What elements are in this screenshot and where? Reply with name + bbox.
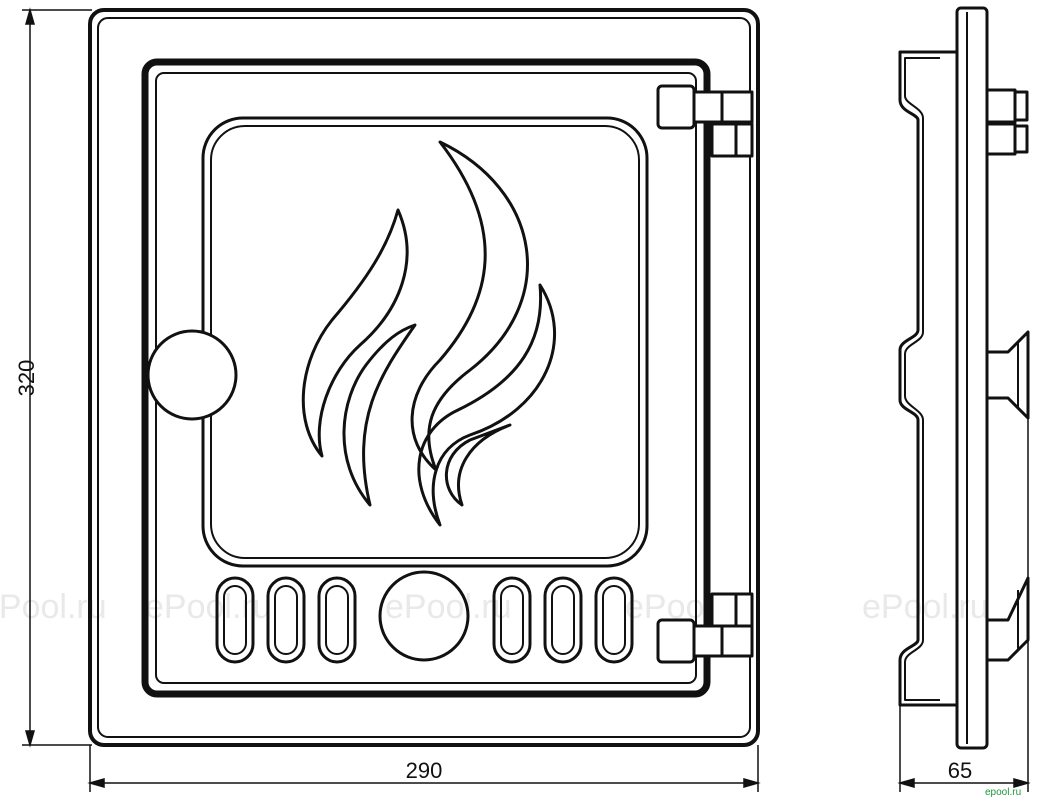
side-knob — [985, 330, 1030, 420]
vent-slot-4 — [492, 576, 532, 664]
side-hinge-top — [985, 88, 1017, 124]
hinge-bottom — [656, 592, 754, 664]
door-leaf-outer — [141, 58, 711, 698]
watermark-3: ePool.ru — [385, 588, 512, 626]
vent-damper-knob — [378, 570, 470, 662]
door-frame-outer — [88, 8, 760, 747]
door-panel-inner — [210, 125, 640, 559]
dimension-lines — [22, 7, 1031, 792]
dimension-width-label: 290 — [406, 758, 443, 783]
vent-slot-2 — [266, 576, 306, 664]
vent-slot-1 — [215, 576, 255, 664]
vent-slots — [215, 576, 634, 664]
door-frame-inner — [97, 17, 751, 738]
side-flange — [955, 6, 989, 750]
vent-slot-5 — [543, 576, 583, 664]
side-view — [898, 6, 1030, 750]
side-damper — [985, 576, 1030, 662]
dimension-height-label: 320 — [14, 360, 39, 397]
dimension-depth-label: 65 — [948, 758, 972, 783]
watermark-5: ePool.ru — [862, 588, 989, 626]
front-view — [88, 8, 760, 747]
side-body — [898, 50, 957, 707]
knob-icon — [146, 329, 238, 421]
flame-icon — [301, 140, 557, 527]
vent-slot-6 — [594, 576, 634, 664]
watermark-2: ePool.ru — [145, 588, 272, 626]
vent-slot-3 — [317, 576, 357, 664]
hinge-top — [656, 84, 754, 158]
brand-mark: epool.ru — [985, 787, 1021, 798]
